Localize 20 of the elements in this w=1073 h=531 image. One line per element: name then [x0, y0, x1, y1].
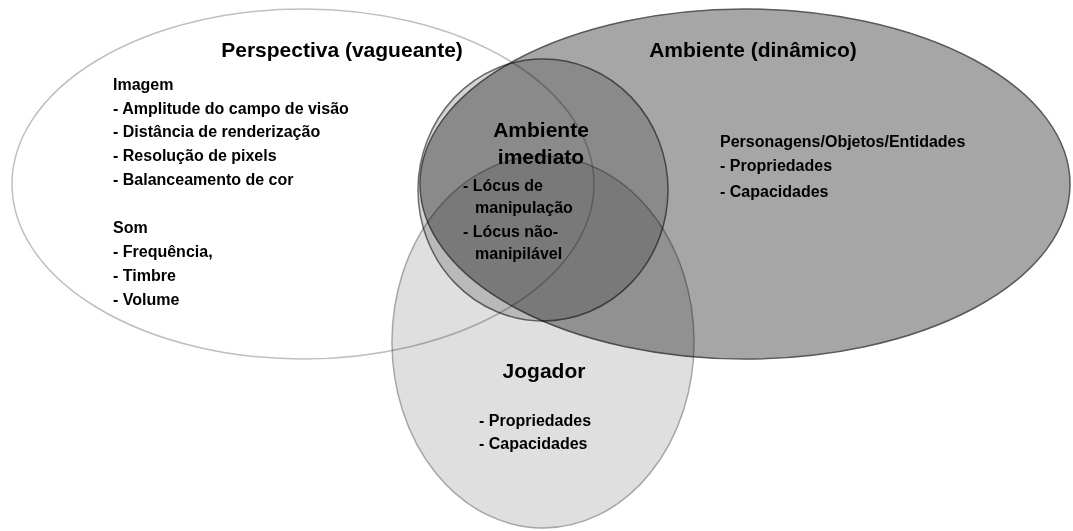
set-heading: Ambiente imediato	[492, 117, 590, 170]
list-item: - Lócus não-manipilável	[463, 222, 564, 264]
set-heading: Ambiente (dinâmico)	[649, 37, 857, 63]
list-item: - Timbre	[113, 266, 176, 286]
list-item: - Propriedades	[720, 156, 833, 176]
list-item: Personagens/Objetos/Entidades	[720, 132, 966, 152]
list-item: - Resolução de pixels	[113, 146, 277, 166]
list-item: - Balanceamento de cor	[113, 170, 294, 190]
list-item: Som	[113, 218, 148, 238]
list-item: - Frequência,	[113, 242, 213, 262]
list-item: - Volume	[113, 290, 180, 310]
list-item: - Distância de renderização	[113, 122, 321, 142]
set-heading: Jogador	[502, 358, 586, 384]
list-item: - Lócus de manipulação	[463, 176, 574, 218]
list-item: - Capacidades	[479, 434, 588, 454]
set-heading: Perspectiva (vagueante)	[221, 37, 463, 63]
list-item: - Amplitude do campo de visão	[113, 99, 349, 119]
list-item: - Propriedades	[479, 411, 592, 431]
list-item: - Capacidades	[720, 182, 829, 202]
list-item: Imagem	[113, 75, 174, 95]
